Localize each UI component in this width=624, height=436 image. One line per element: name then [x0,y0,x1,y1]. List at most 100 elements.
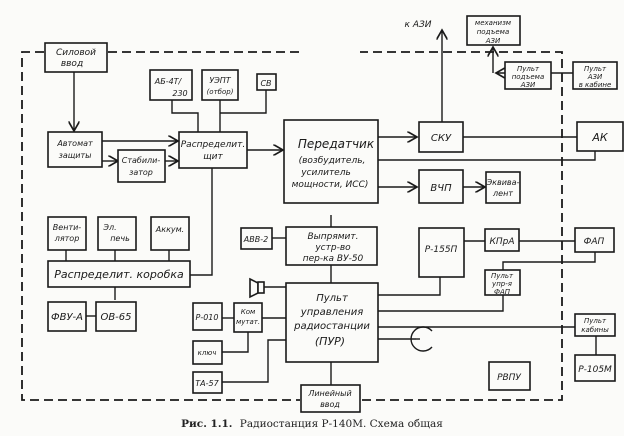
label-k-azi: к АЗИ [405,20,432,30]
svg-text:Выпрямит.: Выпрямит. [307,232,358,242]
svg-text:Аккум.: Аккум. [155,225,184,234]
svg-text:ФАП: ФАП [494,288,511,296]
svg-text:подъема: подъема [477,28,510,36]
svg-text:Стабили-: Стабили- [122,156,161,165]
block-kpra: КПрА [484,228,520,252]
svg-text:ФВУ-А: ФВУ-А [51,312,83,323]
svg-text:230: 230 [172,89,187,98]
svg-text:Р-010: Р-010 [196,313,219,322]
svg-text:усилитель: усилитель [300,168,351,178]
svg-text:Пульт: Пульт [517,65,540,73]
block-ak: АК [576,121,624,152]
microphone-icon [410,326,433,352]
svg-text:АБ-4Т/: АБ-4Т/ [154,77,183,86]
svg-text:Линейный: Линейный [307,389,351,398]
svg-text:Эквива-: Эквива- [486,178,520,187]
block-el-pech: Эл. печь [97,216,137,251]
svg-text:щит: щит [203,152,223,162]
block-klyuch: ключ [192,340,223,365]
block-ov-65: ОВ-65 [95,301,137,332]
block-avv-2: АВВ-2 [240,227,273,250]
block-ta-57: ТА-57 [192,371,223,394]
block-mekhanizm-podema: механизм подъема АЗИ [466,15,521,46]
block-pult-azi-kabine: Пульт АЗИ в кабине [572,61,618,90]
svg-text:лент: лент [492,189,513,198]
svg-text:лятор: лятор [54,234,80,243]
enclosure-border [21,51,563,401]
svg-text:СВ: СВ [260,79,271,88]
svg-text:в кабине: в кабине [579,81,612,89]
block-pult-upr-fap: Пульт упр-я ФАП [484,269,521,296]
svg-text:Силовой: Силовой [56,48,96,58]
block-raspredelit-shchit: Распределит. щит [178,131,248,169]
svg-text:Пульт: Пульт [491,272,514,280]
speaker-icon [249,277,265,299]
block-sku: СКУ [418,121,464,153]
svg-text:управления: управления [300,307,363,318]
svg-text:упр-я: упр-я [491,280,512,288]
svg-text:КПрА: КПрА [489,237,514,247]
block-peredatchik: Передатчик (возбудитель, усилитель мощно… [283,119,379,204]
block-uept: УЭПТ (отбор) [201,69,239,101]
svg-text:печь: печь [110,234,130,243]
svg-text:ввод: ввод [320,400,340,409]
svg-text:(ПУР): (ПУР) [315,335,345,348]
block-fap: ФАП [574,227,615,253]
svg-text:Распределит. коробка: Распределит. коробка [54,268,184,281]
block-vchp: ВЧП [418,169,464,204]
svg-text:защиты: защиты [59,151,92,160]
svg-text:Распределит.: Распределит. [181,140,246,150]
svg-text:АВВ-2: АВВ-2 [243,235,268,244]
block-vypryamit-vu-50: Выпрямит. устр-во пер-ка ВУ-50 [285,226,378,266]
block-rvpu: РВПУ [488,361,531,391]
svg-text:Передатчик: Передатчик [298,137,375,151]
block-stabilizator: Стабили- затор [117,149,166,183]
block-fvu-a: ФВУ-А [47,301,87,332]
svg-text:УЭПТ: УЭПТ [209,76,231,85]
svg-text:ввод: ввод [61,59,83,69]
svg-text:РВПУ: РВПУ [497,373,521,383]
block-ekvivalent: Эквива- лент [485,171,521,204]
block-raspredelit-korobka: Распределит. коробка [47,260,191,288]
svg-text:ОВ-65: ОВ-65 [100,312,131,323]
block-silovoy-vvod: Силовой ввод [44,42,108,73]
svg-text:мощности, ИСС): мощности, ИСС) [292,180,369,190]
svg-text:Р-105М: Р-105М [578,365,612,375]
svg-text:Венти-: Венти- [53,223,82,232]
svg-text:АЗИ: АЗИ [587,73,603,81]
svg-text:АК: АК [591,131,609,144]
block-r-155p: Р-155П [418,227,465,278]
svg-text:СКУ: СКУ [431,133,452,144]
svg-text:Автомат: Автомат [56,139,93,148]
svg-text:Р-155П: Р-155П [425,245,458,255]
block-sv: СВ [256,73,277,91]
svg-text:мутат.: мутат. [236,318,260,326]
block-ab-4t: АБ-4Т/ 230 [149,69,193,101]
svg-text:АЗИ: АЗИ [485,37,501,45]
block-pult-upravleniya-pur: Пульт управления радиостанции (ПУР) [285,282,379,363]
block-ventilyator: Венти- лятор [47,216,87,251]
svg-text:Пульт: Пульт [584,317,607,325]
block-r-010: Р-010 [192,302,223,331]
svg-text:кабины: кабины [581,326,609,334]
svg-text:Пульт: Пульт [316,293,349,304]
svg-text:ФАП: ФАП [584,237,605,247]
block-avtomat-zashchity: Автомат защиты [47,131,103,168]
svg-text:Ком: Ком [241,308,256,316]
svg-text:(возбудитель,: (возбудитель, [299,156,366,166]
svg-text:ключ: ключ [198,349,217,357]
svg-text:радиостанции: радиостанции [293,321,370,332]
figure-caption: Рис. 1.1. Радиостанция Р-140М. Схема общ… [181,418,443,430]
block-akkum: Аккум. [150,216,190,251]
svg-text:ВЧП: ВЧП [430,183,452,194]
block-kommutator: Ком мутат. [233,302,263,333]
block-pult-kabiny: Пульт кабины [574,313,616,337]
block-lineyny-vvod: Линейный ввод [300,384,361,413]
svg-text:устр-во: устр-во [314,243,351,253]
svg-text:затор: затор [129,168,153,177]
block-pult-podema-azi: Пульт подъема АЗИ [504,61,552,90]
svg-text:Пульт: Пульт [584,65,607,73]
svg-text:пер-ка ВУ-50: пер-ка ВУ-50 [303,254,364,264]
svg-text:механизм: механизм [475,19,512,27]
